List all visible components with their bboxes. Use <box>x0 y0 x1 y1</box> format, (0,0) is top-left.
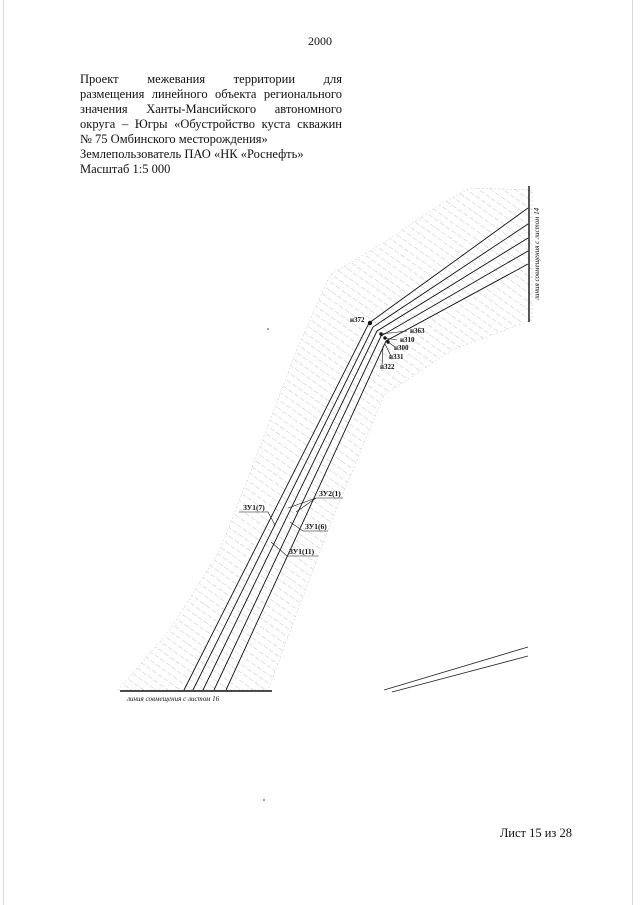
page-number: 2000 <box>308 34 332 48</box>
land-user: Землепользователь ПАО «НК «Роснефть» <box>80 147 304 161</box>
survey-point-marker <box>367 320 373 326</box>
document-title: Проект межевания территории для размещен… <box>80 72 342 177</box>
parcel-label: ЗУ1(6) <box>305 522 327 531</box>
point-leaders <box>380 330 408 367</box>
point-label: н363 <box>410 327 425 335</box>
point-label: н372 <box>350 316 365 324</box>
point-label: н300 <box>394 344 409 352</box>
match-line-bottom-label: линия совмещения с листом 16 <box>126 695 220 703</box>
boundary-line <box>383 646 529 691</box>
point-label: н331 <box>389 353 404 361</box>
title-line: Проект межевания территории для <box>80 72 342 86</box>
point-label: н322 <box>380 363 395 371</box>
page-edge-right <box>632 0 633 905</box>
sheet-number: Лист 15 из 28 <box>499 826 572 840</box>
title-line: размещения линейного объекта регионально… <box>80 87 342 101</box>
title-line: значения Ханты-Мансийского автономного <box>80 102 342 116</box>
point-label: н310 <box>400 336 415 344</box>
scan-speck <box>263 799 265 801</box>
scan-speck <box>267 328 269 330</box>
match-line-right-label: линия совмещения с листом 14 <box>533 207 541 301</box>
title-line: № 75 Омбинского месторождения» <box>80 132 268 146</box>
parcel-label: ЗУ1(11) <box>289 547 315 556</box>
page-edge-left <box>3 0 4 905</box>
map-scale: Масштаб 1:5 000 <box>80 162 171 176</box>
title-line: округа – Югры «Обустройство куста скважи… <box>80 117 342 131</box>
parcel-leaders <box>239 497 343 557</box>
boundary-line <box>391 655 529 693</box>
parcel-label: ЗУ1(7) <box>243 503 265 512</box>
parcel-label: ЗУ2(1) <box>319 489 341 498</box>
